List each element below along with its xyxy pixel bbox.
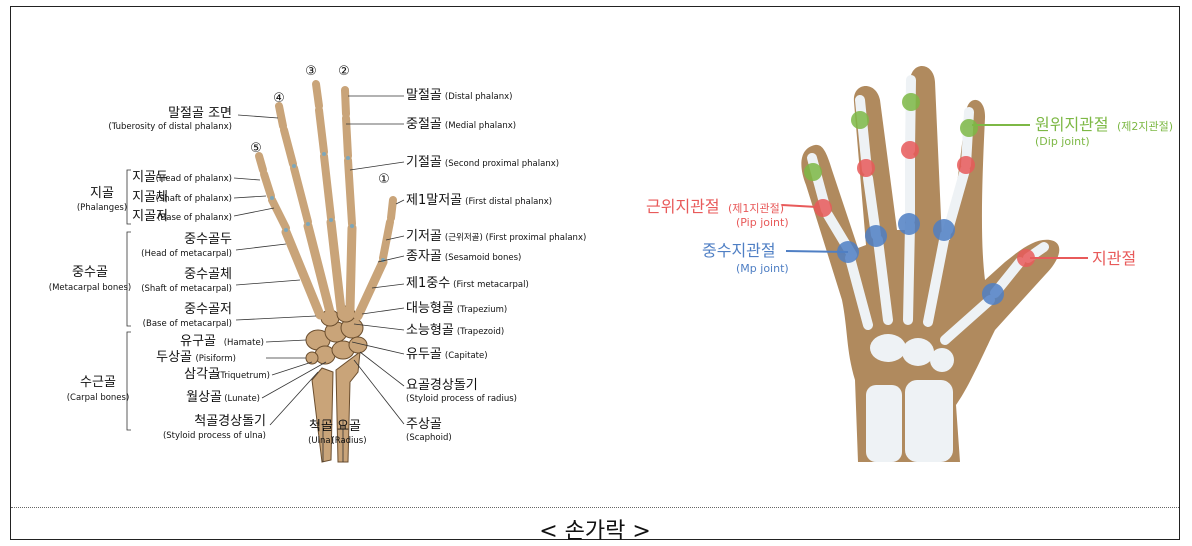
label-head-of-phalanx-en: (Head of phalanx) bbox=[156, 174, 232, 184]
ulna-bone bbox=[311, 367, 334, 463]
ip-label-ko: 지관절 bbox=[1092, 249, 1136, 268]
label-ulna-styloid-en: (Styloid process of ulna) bbox=[163, 431, 266, 441]
wrist-bones bbox=[866, 334, 954, 462]
finger-number-3: ③ bbox=[305, 64, 317, 79]
label-base-of-metacarpal-ko: 중수골저 bbox=[184, 302, 232, 317]
mp-label-ko: 중수지관절 bbox=[702, 241, 776, 260]
hand-joint-illustration: 원위지관절 (제2지관절) (Dip joint) 근위지관절 (제1지관절) … bbox=[646, 65, 1173, 463]
label-ulna-en: (Ulna) bbox=[308, 436, 334, 446]
dip-joints bbox=[804, 93, 978, 181]
label-ulna-ko: 척골 bbox=[309, 419, 333, 434]
label-triquetrum-ko: 삼각골 bbox=[184, 367, 220, 382]
finger-number-4: ④ bbox=[273, 91, 285, 106]
mp-label-en: (Mp joint) bbox=[736, 262, 789, 275]
finger-phalanges bbox=[255, 80, 397, 262]
pip-label-ko: 근위지관절 bbox=[646, 197, 720, 216]
label-tuberosity-en: (Tuberosity of distal phalanx) bbox=[108, 122, 232, 132]
label-lunate-ko: 월상골 bbox=[186, 390, 222, 405]
right-label-1: 중절골(Medial phalanx) bbox=[406, 117, 516, 132]
pip-joints bbox=[814, 141, 1035, 267]
label-head-of-metacarpal-ko: 중수골두 bbox=[184, 232, 232, 247]
right-label-2: 기절골(Second proximal phalanx) bbox=[406, 155, 559, 170]
label-base-of-metacarpal-en: (Base of metacarpal) bbox=[143, 319, 232, 329]
right-label-3: 제1말저골(First distal phalanx) bbox=[406, 193, 552, 208]
label-radius-ko: 요골 bbox=[337, 419, 361, 434]
mp-joints bbox=[837, 213, 1004, 305]
label-lunate-en: (Lunate) bbox=[224, 394, 260, 404]
dip-label-ko: 원위지관절 bbox=[1035, 115, 1109, 134]
dip-label-en: (Dip joint) bbox=[1035, 135, 1090, 148]
right-label-4: 기저골(근위저골) (First proximal phalanx) bbox=[406, 229, 586, 244]
group-metacarpal-ko: 중수골 bbox=[72, 265, 108, 280]
label-pisiform-en: (Pisiform) bbox=[195, 354, 236, 364]
right-label-11: 주상골 bbox=[406, 417, 442, 432]
finger-number-5: ⑤ bbox=[250, 141, 262, 156]
label-shaft-of-metacarpal-en: (Shaft of metacarpal) bbox=[141, 284, 232, 294]
left-leader-lines bbox=[126, 114, 327, 431]
label-head-of-phalanx-ko: 지골두 bbox=[132, 170, 168, 185]
group-phalanges-ko: 지골 bbox=[90, 186, 114, 201]
right-label-8: 소능형골(Trapezoid) bbox=[406, 323, 504, 338]
group-phalanges-en: (Phalanges) bbox=[77, 203, 127, 213]
right-label-5: 종자골(Sesamoid bones) bbox=[406, 249, 521, 264]
metacarpal-bones bbox=[281, 217, 388, 321]
finger-number-1: ① bbox=[378, 172, 390, 187]
right-label-10: 요골경상돌기 bbox=[406, 378, 478, 393]
label-tuberosity-ko: 말절골 조면 bbox=[168, 106, 232, 121]
right-label-en-11: (Scaphoid) bbox=[406, 433, 452, 443]
label-hamate-ko: 유구골 bbox=[180, 334, 216, 349]
right-label-7: 대능형골(Trapezium) bbox=[406, 301, 507, 316]
pip-label-sub: (제1지관절) bbox=[728, 202, 784, 215]
label-head-of-metacarpal-en: (Head of metacarpal) bbox=[141, 249, 232, 259]
figure-caption: < 손가락 > bbox=[539, 519, 651, 544]
label-base-of-phalanx-en: (Base of phalanx) bbox=[157, 213, 232, 223]
figure-frame: < 손가락 > bbox=[10, 6, 1180, 544]
right-label-6: 제1중수(First metacarpal) bbox=[406, 276, 529, 291]
caption-divider bbox=[11, 507, 1179, 508]
right-label-9: 유두골(Capitate) bbox=[406, 347, 488, 362]
hand-diagrams: ① ② ③ ④ ⑤ 지골 (Phalanges) 중수골 (Metacarpal… bbox=[49, 64, 1173, 463]
label-pisiform-ko: 두상골 bbox=[156, 350, 192, 365]
right-label-en-10: (Styloid process of radius) bbox=[406, 394, 517, 404]
carpal-bones bbox=[305, 305, 368, 365]
group-carpal-ko: 수근골 bbox=[80, 375, 116, 390]
label-ulna-styloid-ko: 척골경상돌기 bbox=[194, 414, 266, 429]
skeletal-hand: ① ② ③ ④ ⑤ 지골 (Phalanges) 중수골 (Metacarpal… bbox=[49, 64, 586, 463]
right-leader-lines bbox=[322, 95, 405, 462]
group-metacarpal-en: (Metacarpal bones) bbox=[49, 283, 131, 293]
label-shaft-of-phalanx-en: (Shaft of phalanx) bbox=[156, 194, 232, 204]
label-hamate-en: (Hamate) bbox=[224, 338, 264, 348]
label-shaft-of-phalanx-ko: 지골체 bbox=[132, 190, 168, 205]
pip-label-en: (Pip joint) bbox=[736, 216, 789, 229]
label-radius-en: (Radius) bbox=[331, 436, 366, 446]
finger-number-2: ② bbox=[338, 64, 350, 79]
label-triquetrum-en: (Triquetrum) bbox=[217, 371, 270, 381]
group-carpal-en: (Carpal bones) bbox=[67, 393, 130, 403]
label-base-of-phalanx-ko: 지골저 bbox=[132, 209, 168, 224]
right-label-0: 말절골(Distal phalanx) bbox=[406, 88, 512, 103]
label-shaft-of-metacarpal-ko: 중수골체 bbox=[184, 267, 232, 282]
dip-label-sub: (제2지관절) bbox=[1117, 120, 1173, 133]
